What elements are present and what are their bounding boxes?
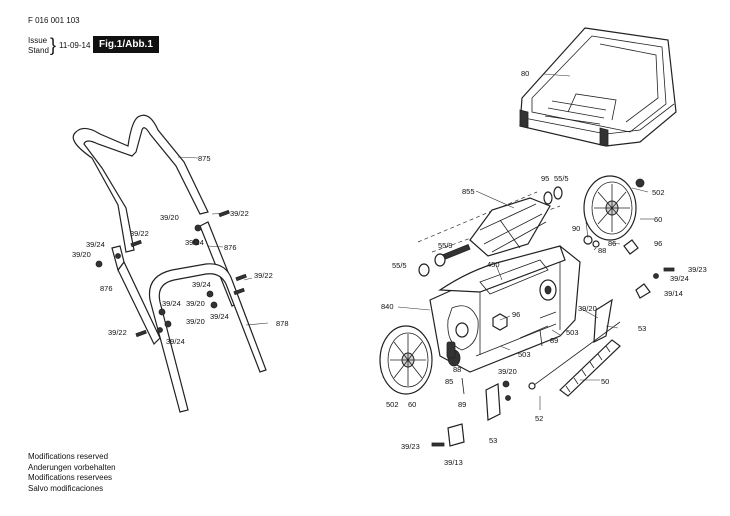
label-39-20d: 39/20 bbox=[186, 317, 205, 326]
label-39-20b: 39/20 bbox=[72, 250, 91, 259]
label-39-24f: 39/24 bbox=[166, 337, 185, 346]
label-89b: 89 bbox=[458, 400, 466, 409]
lower-handle bbox=[148, 263, 267, 413]
label-503a: 503 bbox=[566, 328, 579, 337]
label-39-20c: 39/20 bbox=[186, 299, 205, 308]
label-88a: 88 bbox=[598, 246, 606, 255]
label-95: 95 bbox=[541, 174, 549, 183]
note-fr: Modifications reservees bbox=[28, 473, 113, 482]
label-86: 86 bbox=[608, 239, 616, 248]
upper-handle bbox=[72, 114, 209, 253]
label-876a: 876 bbox=[224, 243, 237, 252]
leader-lines bbox=[177, 73, 654, 410]
issue-date: 11-09-14 bbox=[59, 41, 91, 50]
label-39-22a: 39/22 bbox=[230, 209, 249, 218]
label-55-9: 55/9 bbox=[438, 241, 453, 250]
handle-screws bbox=[95, 209, 247, 338]
part-labels: 80 875 39/22 39/20 39/22 39/24 876 39/24… bbox=[72, 69, 707, 467]
label-875: 875 bbox=[198, 154, 211, 163]
grass-box bbox=[519, 27, 677, 147]
label-502b: 502 bbox=[386, 400, 399, 409]
label-878: 878 bbox=[276, 319, 289, 328]
label-52: 52 bbox=[535, 414, 543, 423]
label-840: 840 bbox=[381, 302, 394, 311]
label-39-22c: 39/22 bbox=[254, 271, 273, 280]
label-39-23b: 39/23 bbox=[401, 442, 420, 451]
cutting-reel bbox=[417, 186, 563, 277]
label-39-13: 39/13 bbox=[444, 458, 463, 467]
label-39-22b: 39/22 bbox=[130, 229, 149, 238]
label-39-20e: 39/20 bbox=[578, 304, 597, 313]
label-60a: 60 bbox=[654, 215, 662, 224]
label-39-24e: 39/24 bbox=[210, 312, 229, 321]
label-450: 450 bbox=[487, 260, 500, 269]
label-855: 855 bbox=[462, 187, 475, 196]
label-39-14: 39/14 bbox=[664, 289, 683, 298]
right-hardware bbox=[583, 235, 675, 344]
note-es: Salvo modificaciones bbox=[28, 483, 104, 493]
label-85: 85 bbox=[445, 377, 453, 386]
label-503b: 503 bbox=[518, 350, 531, 359]
label-88b: 88 bbox=[453, 365, 461, 374]
label-96b: 96 bbox=[512, 310, 520, 319]
modification-notes: Modifications reserved Anderungen vorbeh… bbox=[28, 452, 116, 494]
wheel-right bbox=[583, 175, 645, 241]
doc-number: F 016 001 103 bbox=[28, 16, 80, 25]
label-50: 50 bbox=[601, 377, 609, 386]
label-502a: 502 bbox=[652, 188, 665, 197]
label-876b: 876 bbox=[100, 284, 113, 293]
label-96a: 96 bbox=[654, 239, 662, 248]
note-de: Anderungen vorbehalten bbox=[28, 462, 116, 472]
issue-label: Issue bbox=[28, 36, 48, 45]
rear-roller bbox=[528, 321, 621, 397]
label-39-24c: 39/24 bbox=[192, 280, 211, 289]
label-39-24b: 39/24 bbox=[86, 240, 105, 249]
bottom-hardware bbox=[431, 329, 543, 447]
label-53a: 53 bbox=[638, 324, 646, 333]
label-39-24a: 39/24 bbox=[185, 238, 204, 247]
label-39-24d: 39/24 bbox=[162, 299, 181, 308]
label-60b: 60 bbox=[408, 400, 416, 409]
label-55-5a: 55/5 bbox=[554, 174, 569, 183]
note-en: Modifications reserved bbox=[28, 452, 109, 461]
label-39-24g: 39/24 bbox=[670, 274, 689, 283]
figure-badge: Fig.1/Abb.1 bbox=[93, 36, 159, 53]
brace: } bbox=[50, 35, 57, 55]
label-53b: 53 bbox=[489, 436, 497, 445]
label-39-23a: 39/23 bbox=[688, 265, 707, 274]
label-89a: 89 bbox=[550, 336, 558, 345]
label-55-5b: 55/5 bbox=[392, 261, 407, 270]
label-90: 90 bbox=[572, 224, 580, 233]
label-80: 80 bbox=[521, 69, 529, 78]
label-39-22d: 39/22 bbox=[108, 328, 127, 337]
label-39-20f: 39/20 bbox=[498, 367, 517, 376]
stand-label: Stand bbox=[28, 46, 49, 55]
label-39-20a: 39/20 bbox=[160, 213, 179, 222]
